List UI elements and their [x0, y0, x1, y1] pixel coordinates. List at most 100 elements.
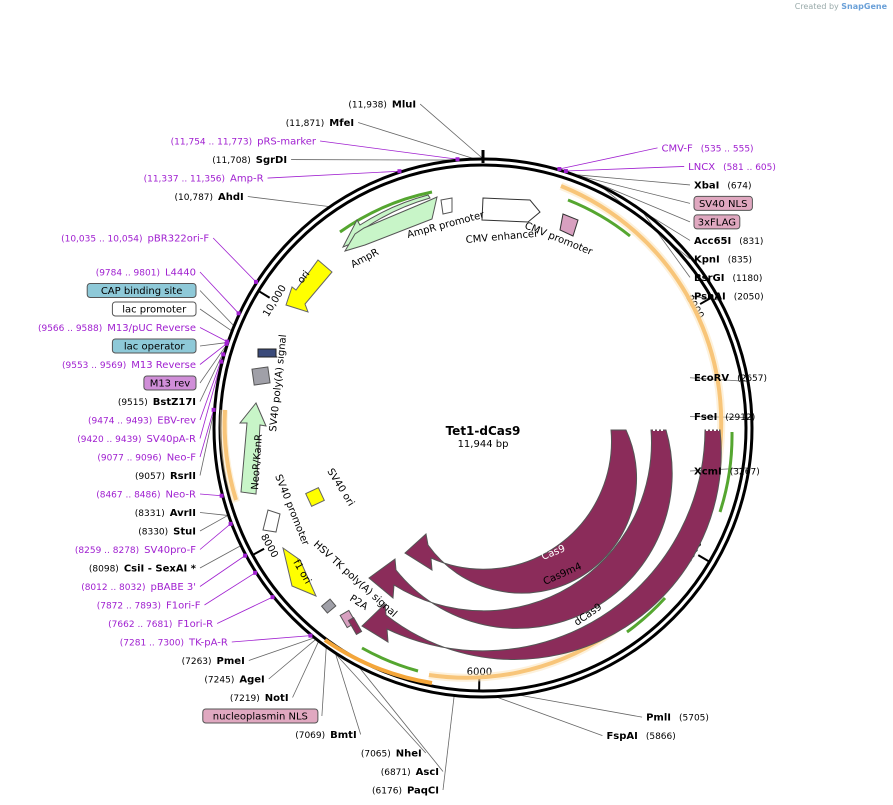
label-ebv-rev[interactable]: (9474 .. 9493)EBV-rev	[88, 416, 196, 427]
green-orf-top	[339, 190, 433, 234]
label-pbabe-3[interactable]: (8012 .. 8032)pBABE 3'	[81, 582, 196, 593]
label-f1ori-f[interactable]: (7872 .. 7893)F1ori-F	[97, 601, 201, 612]
snapgene-credit: Created by SnapGene	[795, 2, 887, 11]
primer-mark-amp-r	[397, 169, 402, 174]
label-name: CMV-F	[662, 143, 693, 154]
sv40-polya-box	[251, 366, 271, 386]
label-box-bg	[693, 195, 753, 211]
label-pmli[interactable]: PmlI(5705)	[646, 713, 709, 724]
label-nhei[interactable]: (7065)NheI	[361, 749, 422, 760]
label-name: BsrGI	[694, 273, 724, 284]
label-avrii[interactable]: (8331)AvrII	[135, 508, 196, 519]
leader-mlui	[419, 103, 483, 159]
label-fsei[interactable]: FseI(2912)	[694, 412, 755, 423]
label-bstz17i[interactable]: (9515)BstZ17I	[118, 397, 196, 408]
leader-lncx	[565, 166, 685, 172]
label-coord: (10,787)	[175, 193, 214, 203]
label-ahdi[interactable]: (10,787)AhdI	[175, 192, 244, 203]
label-cmv-f[interactable]: CMV-F(535 .. 555)	[662, 143, 754, 154]
label-neo-f[interactable]: (9077 .. 9096)Neo-F	[97, 453, 196, 464]
label-xbai[interactable]: XbaI(674)	[694, 180, 752, 191]
label-3xflag[interactable]: 3xFLAG	[693, 214, 741, 230]
label-neo-r[interactable]: (8467 .. 8486)Neo-R	[96, 490, 196, 501]
label-fspai[interactable]: FspAI(5866)	[606, 731, 675, 742]
label-coord: (1180)	[732, 274, 762, 284]
primer-mark-cmv-f	[557, 167, 562, 172]
label-sv40pro-f[interactable]: (8259 .. 8278)SV40pro-F	[75, 545, 196, 556]
label-paqci[interactable]: (6176)PaqCI	[372, 786, 439, 797]
label-text: (9057)RsrII	[135, 471, 196, 482]
label-name: BstZ17I	[153, 397, 196, 408]
label-bmti[interactable]: (7069)BmtI	[295, 730, 356, 741]
label-text: BsrGI (1180)	[694, 273, 762, 284]
label-text: (8467 .. 8486)Neo-R	[96, 490, 196, 501]
label-lncx[interactable]: LNCX(581 .. 605)	[688, 162, 776, 173]
label-box-bg	[111, 301, 197, 317]
tick-8000	[252, 547, 265, 556]
label-noti[interactable]: (7219)NotI	[230, 693, 289, 704]
label-amp-r[interactable]: (11,337 .. 11,356)Amp-R	[144, 174, 264, 185]
f1-ori-arrow	[282, 546, 317, 597]
label-agei[interactable]: (7245)AgeI	[204, 675, 264, 686]
green-orf-right	[718, 431, 734, 513]
primer-mark-ebv-rev	[221, 352, 226, 357]
label-coord: (11,871)	[286, 119, 325, 129]
label-rsrii[interactable]: (9057)RsrII	[135, 471, 196, 482]
label-box-bg	[111, 338, 197, 354]
label-coord: (3267)	[730, 468, 760, 478]
label-text: PmlI(5705)	[646, 713, 709, 724]
label-coord: (831)	[739, 237, 763, 247]
green-orf-bottom	[361, 646, 419, 673]
label-prs-marker[interactable]: (11,754 .. 11,773)pRS-marker	[171, 137, 317, 148]
label-sgrdi[interactable]: (11,708)SgrDI	[212, 155, 287, 166]
label-text: (7872 .. 7893)F1ori-F	[97, 601, 201, 612]
label-kpni[interactable]: KpnI(835)	[694, 254, 752, 265]
label-coord: (581 .. 605)	[723, 163, 776, 173]
label-lac-promoter[interactable]: lac promoter	[111, 301, 197, 317]
leader-pmei	[248, 637, 314, 661]
label-coord: (7872 .. 7893)	[97, 602, 161, 612]
label-name: M13 Reverse	[131, 360, 196, 371]
label-coord: (9474 .. 9493)	[88, 417, 152, 427]
leader-xbai	[576, 174, 691, 186]
label-text: (8012 .. 8032)pBABE 3'	[81, 582, 196, 593]
label-name: StuI	[173, 527, 196, 538]
label-m13-reverse[interactable]: (9553 .. 9569)M13 Reverse	[62, 360, 196, 371]
label-nucleoplasmin-nls[interactable]: nucleoplasmin NLS	[202, 708, 319, 724]
label-bsrgi[interactable]: BsrGI (1180)	[694, 273, 762, 284]
label-cap-binding-site[interactable]: CAP binding site	[86, 283, 197, 298]
label-mfei[interactable]: (11,871)MfeI	[286, 118, 354, 129]
label-m13-rev[interactable]: M13 rev	[143, 375, 197, 391]
label-asci[interactable]: (6871)AscI	[381, 767, 439, 778]
label-csii-sexai[interactable]: (8098)CsiI - SexAI *	[89, 564, 197, 575]
label-ecorv[interactable]: EcoRV(2657)	[694, 373, 767, 384]
label-coord: (835)	[728, 255, 752, 265]
primer-mark-f1ori-r	[270, 595, 275, 600]
label-coord: (5705)	[679, 714, 709, 724]
label-sv40-nls[interactable]: SV40 NLS	[693, 195, 753, 211]
label-pbr322ori-f[interactable]: (10,035 .. 10,054)pBR322ori-F	[61, 234, 209, 245]
label-coord: (7281 .. 7300)	[120, 639, 184, 649]
label-name: nucleoplasmin NLS	[213, 712, 308, 723]
label-stui[interactable]: (8330)StuI	[138, 527, 196, 538]
label-mlui[interactable]: (11,938)MluI	[348, 100, 416, 111]
primer-mark-lncx	[563, 169, 568, 174]
label-sv40pa-r[interactable]: (9420 .. 9439)SV40pA-R	[77, 434, 196, 445]
label-f1ori-r[interactable]: (7662 .. 7681)F1ori-R	[108, 619, 213, 630]
label-l4440[interactable]: (9784 .. 9801)L4440	[96, 268, 196, 279]
label-name: Neo-F	[167, 453, 197, 464]
label-pshai[interactable]: PshAI(2050)	[694, 291, 764, 302]
label-pmei[interactable]: (7263)PmeI	[182, 656, 245, 667]
label-coord: (8012 .. 8032)	[81, 583, 145, 593]
label-acc65i[interactable]: Acc65I(831)	[694, 236, 763, 247]
label-m13-puc-reverse[interactable]: (9566 .. 9588)M13/pUC Reverse	[38, 323, 196, 334]
leader-pshai	[689, 295, 721, 301]
leader-paqci	[442, 696, 455, 791]
label-xcmi[interactable]: XcmI(3267)	[694, 467, 760, 478]
label-tk-pa-r[interactable]: (7281 .. 7300)TK-pA-R	[120, 638, 228, 649]
dcas9-arc	[361, 429, 722, 660]
label-lac-operator[interactable]: lac operator	[111, 338, 197, 354]
label-name: SV40pro-F	[144, 545, 196, 556]
primer-mark-pbabe-3	[243, 553, 248, 558]
